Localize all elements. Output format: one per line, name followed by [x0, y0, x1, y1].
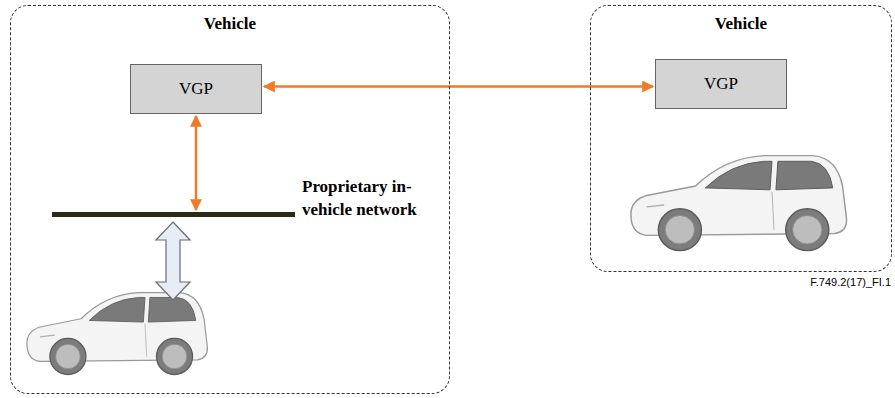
vehicle-region: VehicleVGP Proprietary in-vehicle network	[10, 5, 450, 394]
bus-label: Proprietary in-vehicle network	[302, 175, 420, 221]
hollow-double-arrow	[156, 222, 190, 300]
link-arrow	[195, 116, 198, 210]
network-bus: Proprietary in-vehicle network	[52, 212, 295, 217]
region-title: Vehicle	[11, 14, 449, 34]
region-title: Vehicle	[591, 14, 891, 34]
car-illustration	[27, 293, 207, 375]
gateway-box: VGP	[130, 64, 262, 114]
box-label: VGP	[179, 79, 213, 99]
car-illustration	[631, 156, 847, 251]
vehicle-region: VehicleVGP	[590, 5, 892, 272]
gateway-box: VGP	[655, 59, 787, 109]
box-label: VGP	[704, 74, 738, 94]
figure-number: F.749.2(17)_FI.1	[810, 276, 891, 288]
link-arrow	[264, 85, 653, 88]
